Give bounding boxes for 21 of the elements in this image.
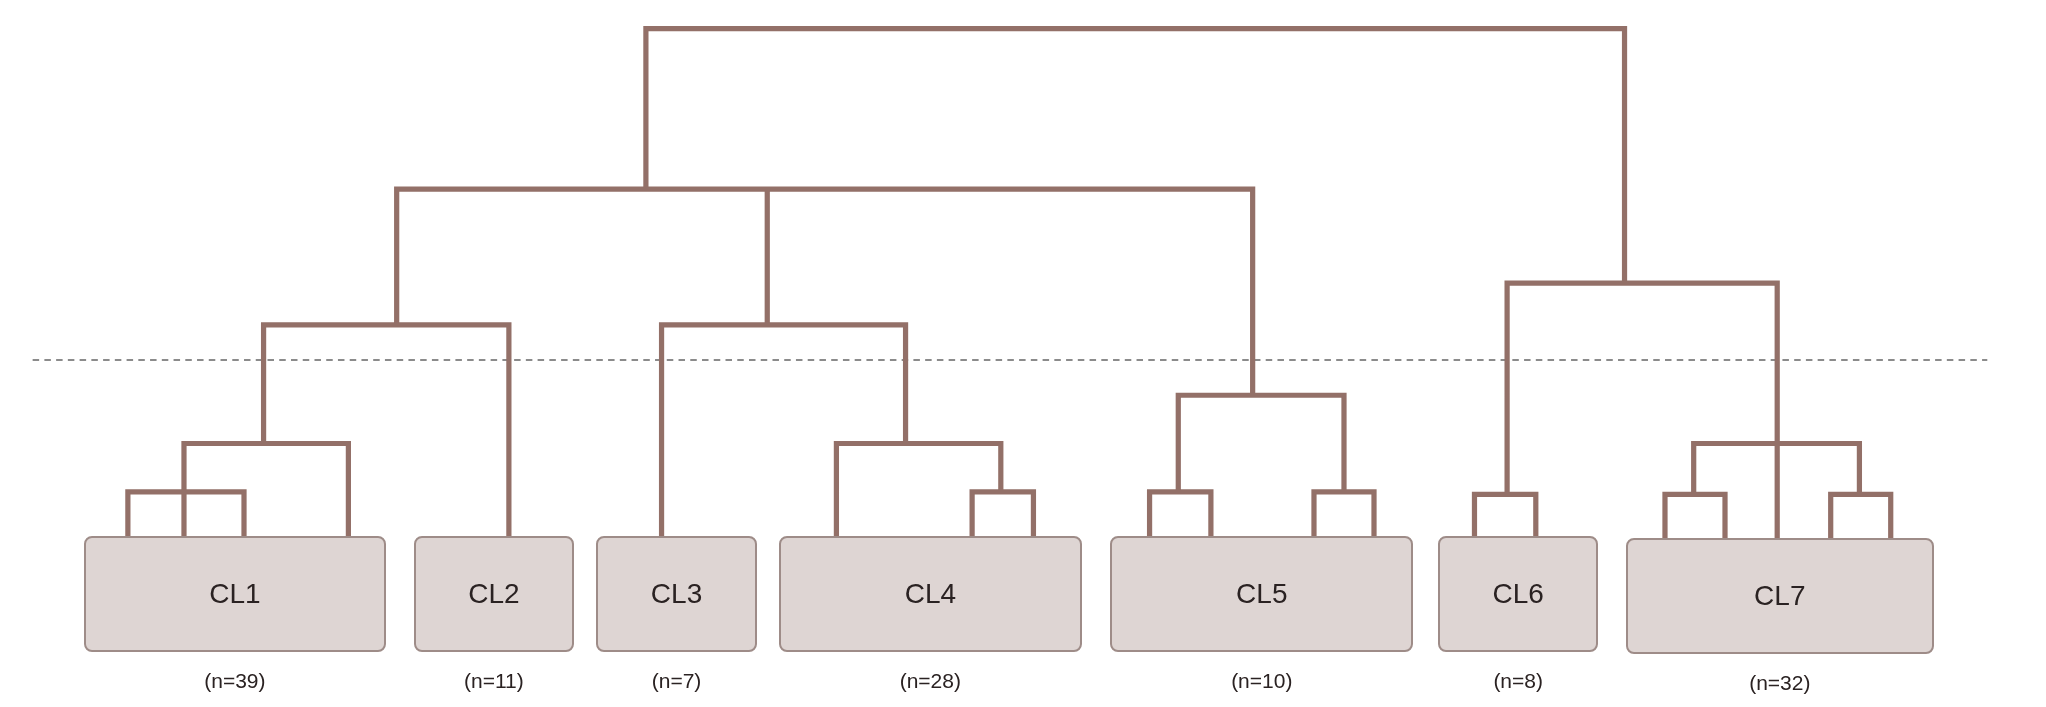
cluster-box [1625,537,1934,654]
cluster-label: CL5 [1236,577,1288,612]
cluster-label: CL1 [209,577,261,612]
cluster-label: CL2 [468,577,520,612]
cluster-label: CL3 [650,577,703,612]
cluster-box [1437,536,1599,653]
sample-size: (n=7) [651,668,702,695]
sample-size: (n=28) [899,668,961,695]
cluster-box [83,536,387,653]
cluster-label: CL7 [1754,578,1806,613]
cluster-box [779,536,1082,653]
sample-size: (n=8) [1493,668,1543,695]
cluster-label: CL6 [1492,577,1544,612]
cluster-box [413,536,575,653]
sample-size: (n=32) [1749,669,1811,696]
cluster-box [1110,536,1414,653]
sample-size: (n=11) [464,668,524,695]
cluster-label: CL4 [904,577,957,612]
cluster-box [596,536,757,653]
sample-size: (n=10) [1231,668,1293,695]
sample-size: (n=39) [204,668,266,695]
